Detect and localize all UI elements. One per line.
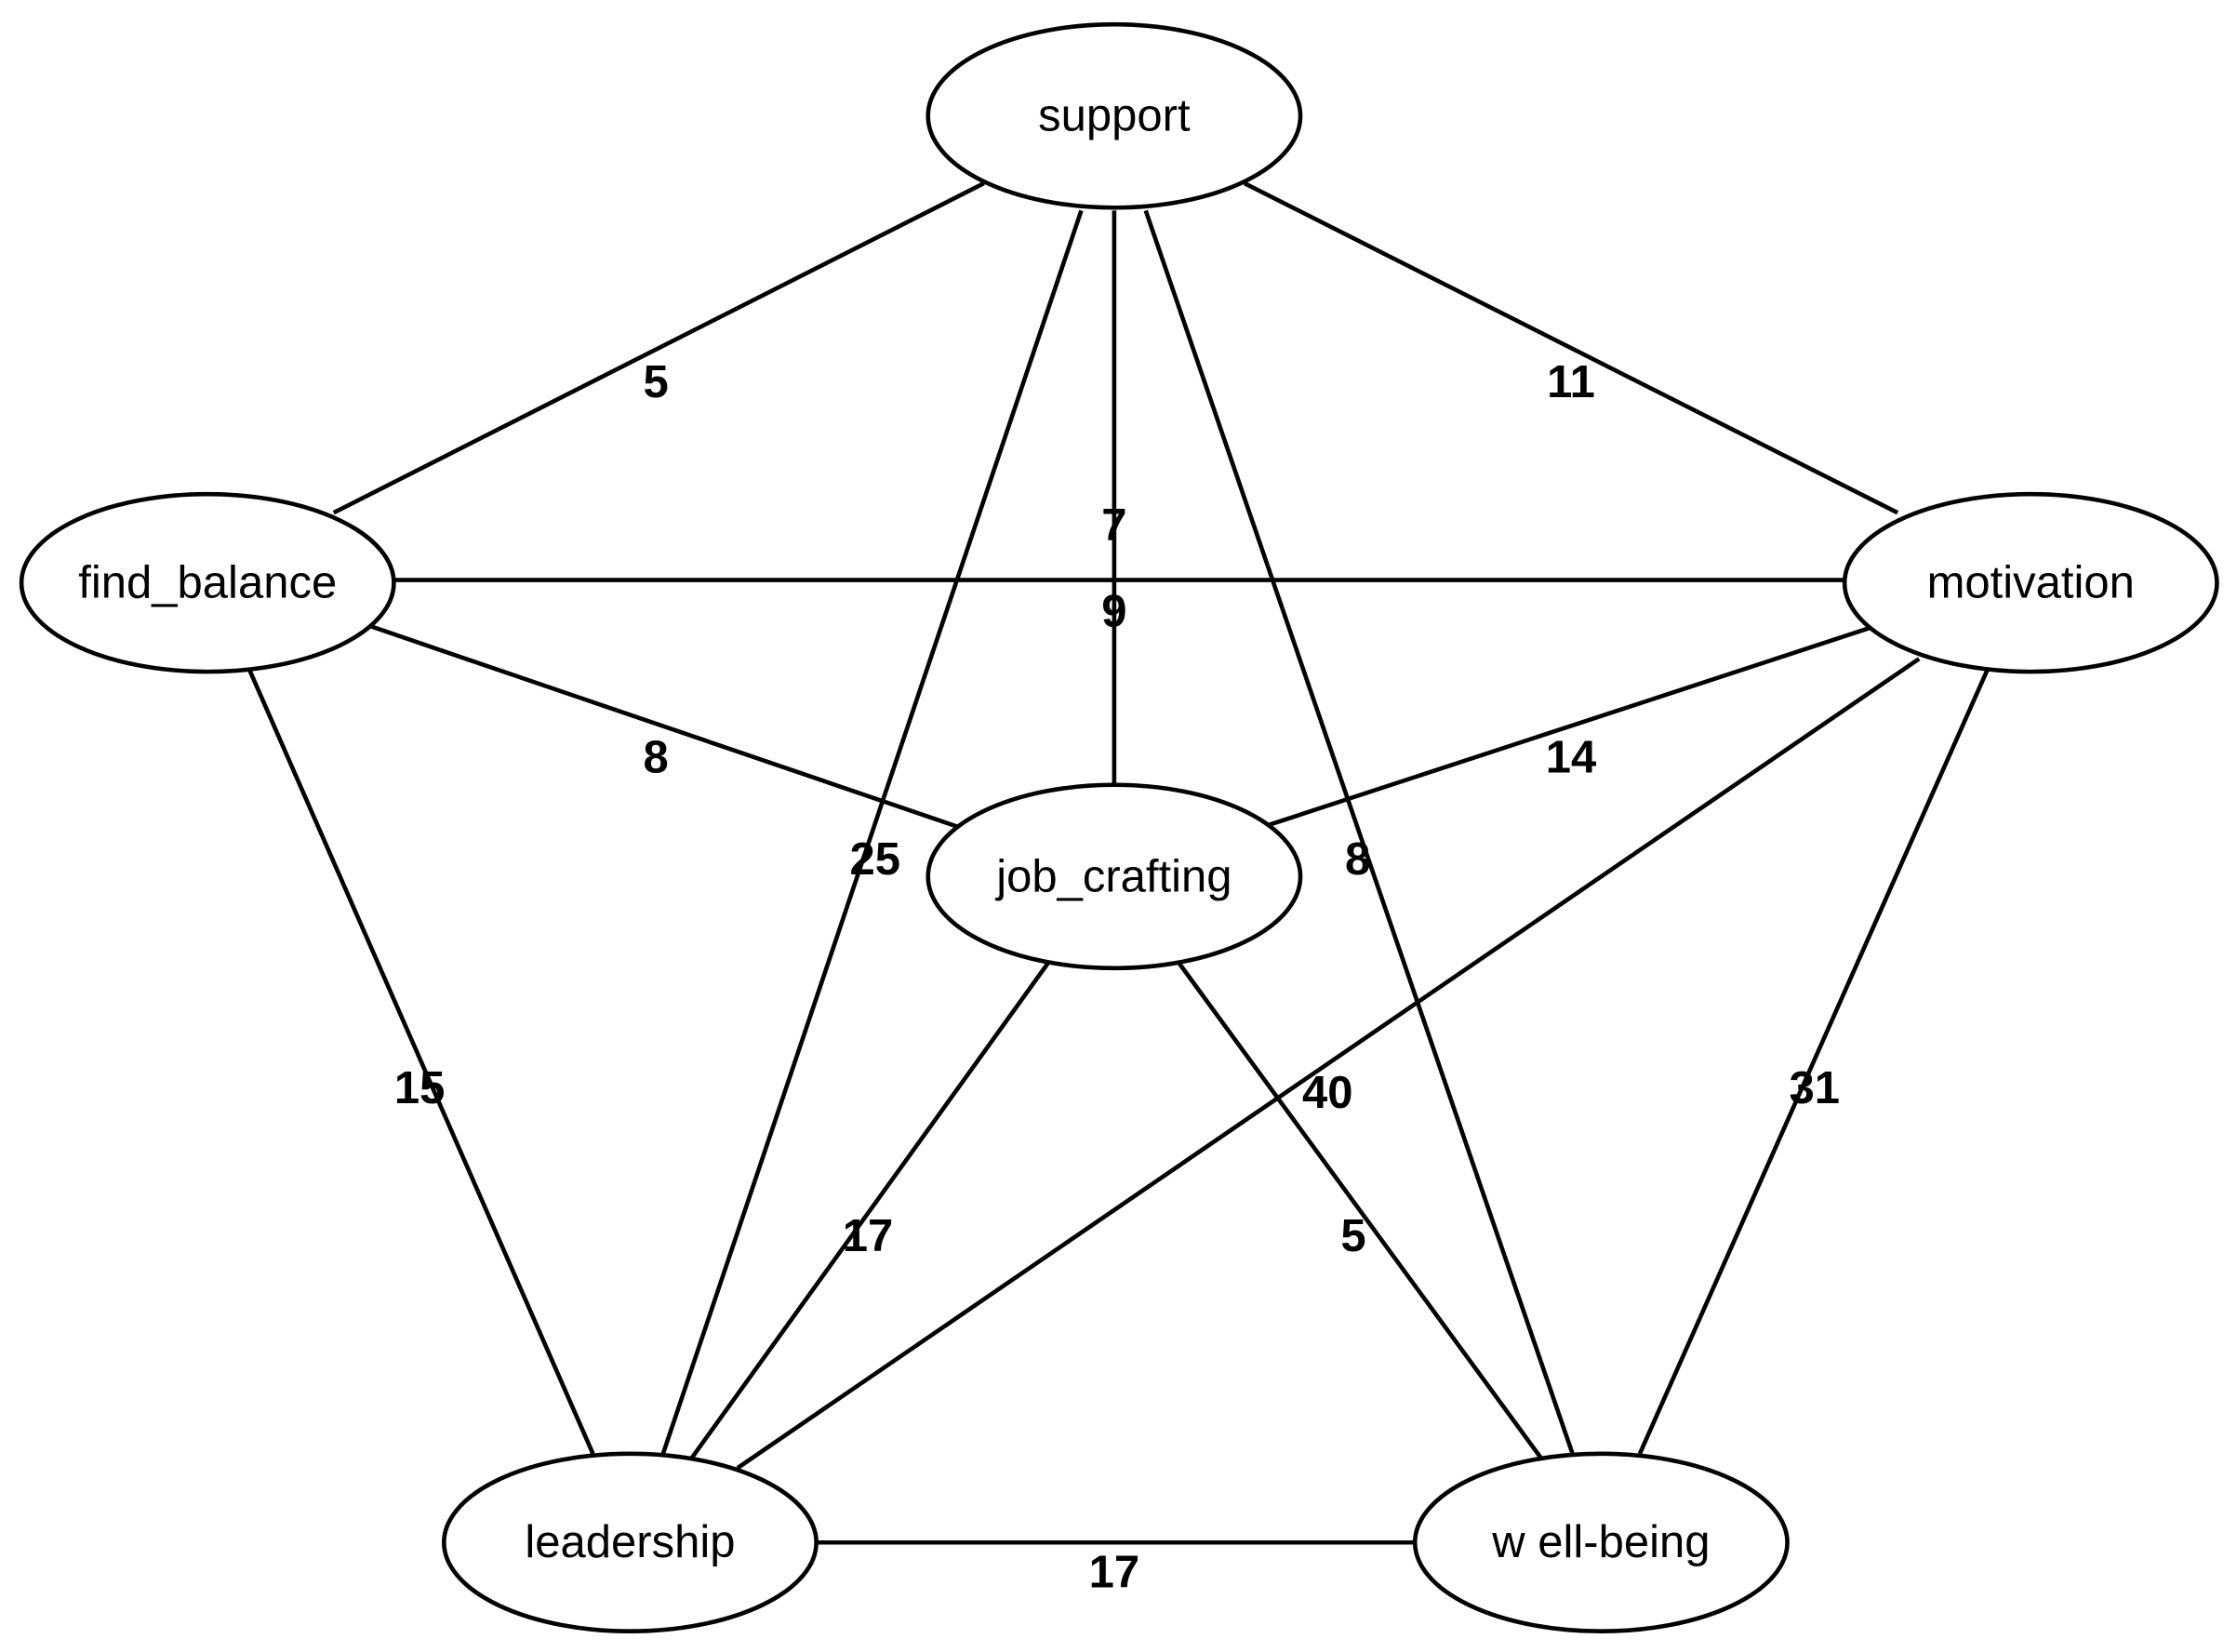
node-label-support: support: [1038, 91, 1191, 141]
edge-motivation-job-crafting: [1268, 623, 1877, 828]
edge-support-well-being: [1143, 209, 1575, 1455]
edge-support-leadership: [660, 209, 1084, 1455]
node-label-motivation: motivation: [1927, 558, 2135, 608]
edge-find-balance-leadership: [246, 665, 595, 1455]
edge-weight-find-balance-job-crafting: 8: [644, 732, 669, 782]
edge-weight-find-balance-leadership: 15: [394, 1063, 446, 1113]
node-ellipse-well-being: [1412, 1451, 1790, 1634]
node-ellipse-motivation: [1842, 491, 2219, 674]
node-well-being: w ell-being: [1412, 1451, 1790, 1634]
node-label-find-balance: find_balance: [78, 558, 337, 608]
edge-motivation-well-being: [1637, 668, 1991, 1455]
edge-support-find-balance: [332, 181, 985, 515]
node-ellipse-find-balance: [19, 491, 396, 674]
node-label-well-being: w ell-being: [1491, 1517, 1710, 1567]
node-label-job-crafting: job_crafting: [994, 851, 1232, 901]
edges-layer: [246, 181, 1991, 1545]
edge-weights-layer: 5 11 7 9 8 14 25 8 15 40 31 17 5 17: [394, 357, 1840, 1597]
edge-weight-motivation-well-being: 31: [1790, 1063, 1841, 1113]
node-ellipse-leadership: [442, 1451, 819, 1634]
edge-weight-motivation-job-crafting: 14: [1546, 732, 1597, 782]
node-support: support: [925, 21, 1303, 210]
edge-weight-support-well-being: 8: [1345, 834, 1370, 885]
node-ellipse-support: [925, 21, 1303, 210]
node-job-crafting: job_crafting: [925, 782, 1303, 971]
edge-weight-support-leadership: 25: [849, 834, 900, 885]
nodes-layer: support find_balance motivation job_craftin…: [19, 21, 2219, 1634]
node-leadership: leadership: [442, 1451, 819, 1634]
edge-weight-support-motivation: 11: [1547, 357, 1595, 407]
node-label-leadership: leadership: [525, 1517, 735, 1567]
edge-find-balance-job-crafting: [368, 623, 958, 829]
node-motivation: motivation: [1842, 491, 2219, 674]
edge-job-crafting-well-being: [1172, 955, 1543, 1459]
edge-weight-job-crafting-leadership: 17: [843, 1211, 894, 1261]
edge-weight-support-job-crafting: 7: [1101, 500, 1126, 551]
edge-support-motivation: [1243, 181, 1899, 515]
node-ellipse-job-crafting: [925, 782, 1303, 971]
edge-weight-leadership-well-being: 17: [1089, 1548, 1140, 1598]
edge-job-crafting-leadership: [689, 955, 1055, 1459]
edge-weight-motivation-leadership: 40: [1302, 1068, 1353, 1118]
edge-motivation-leadership: [736, 657, 1921, 1471]
node-find-balance: find_balance: [19, 491, 396, 674]
edge-weight-support-find-balance: 5: [644, 357, 669, 407]
edge-weight-find-balance-motivation: 9: [1101, 586, 1126, 636]
edge-weight-job-crafting-well-being: 5: [1340, 1211, 1365, 1261]
